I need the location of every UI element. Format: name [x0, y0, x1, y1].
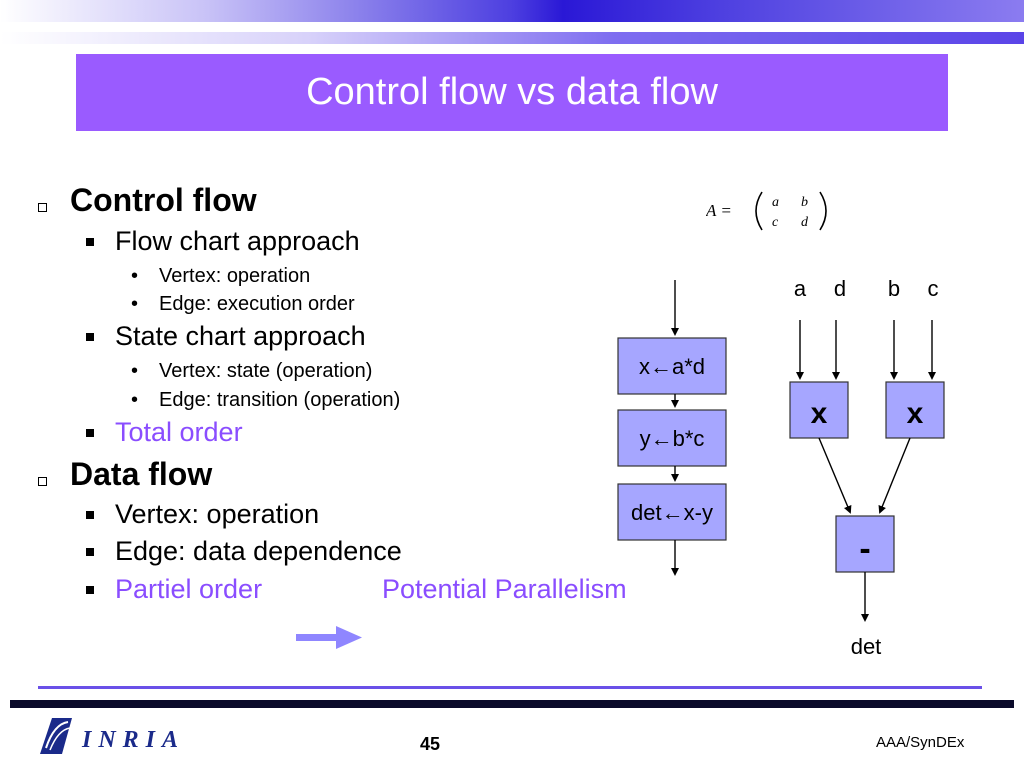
dot-bullet-icon: •	[131, 293, 139, 315]
input-label: a	[794, 276, 807, 301]
bullet-df-edge: Edge: data dependence	[115, 536, 402, 566]
input-label: c	[928, 276, 939, 301]
square-bullet-icon	[86, 511, 94, 519]
multiply-node-1	[789, 381, 849, 439]
multiply-node-2	[885, 381, 945, 439]
input-label: b	[888, 276, 900, 301]
data-flow-diagram: a d b c x x - det	[789, 276, 945, 659]
footer-label: AAA/SynDEx	[876, 734, 965, 751]
logo-text: INRIA	[81, 727, 185, 753]
square-bullet-icon	[86, 333, 94, 341]
bullet-partial-order: Partiel order	[115, 574, 263, 604]
hollow-square-bullet-icon	[38, 203, 47, 212]
square-bullet-icon	[86, 429, 94, 437]
inria-logo: INRIA	[40, 718, 185, 754]
footer-band	[10, 700, 1014, 708]
multiply-node-1-label: x	[811, 397, 828, 430]
subtract-node-label: -	[859, 530, 870, 568]
dot-bullet-icon: •	[131, 360, 139, 382]
right-arrow-icon	[296, 626, 362, 649]
matrix-entry: a	[772, 195, 779, 210]
bullet-total-order: Total order	[115, 417, 243, 447]
bullet-fc-edge: Edge: execution order	[159, 293, 355, 315]
potential-parallelism-label: Potential Parallelism	[382, 574, 627, 604]
bullet-sc-edge: Edge: transition (operation)	[159, 389, 401, 411]
output-label: det	[851, 634, 882, 659]
square-bullet-icon	[86, 586, 94, 594]
bullet-df-vertex: Vertex: operation	[115, 499, 320, 529]
dot-bullet-icon: •	[131, 265, 139, 287]
control-box-3	[617, 483, 727, 541]
matrix-entry: c	[772, 215, 779, 230]
bullet-flow-chart: Flow chart approach	[115, 226, 360, 256]
matrix-formula: A = a b c d	[706, 191, 827, 231]
square-bullet-icon	[86, 238, 94, 246]
bullet-fc-vertex: Vertex: operation	[159, 265, 311, 287]
flow-arrow	[878, 437, 911, 514]
subtract-node	[835, 515, 895, 573]
bullet-control-flow: Control flow	[70, 182, 257, 218]
right-paren-icon	[819, 191, 827, 231]
header-band	[0, 0, 1024, 22]
control-flow-diagram: x←a*d y←b*c det←x-y	[617, 280, 727, 576]
footer-divider	[38, 686, 982, 689]
bullet-data-flow: Data flow	[70, 456, 213, 492]
control-box-2-label: y←b*c	[640, 426, 705, 451]
matrix-entry: b	[801, 195, 808, 210]
hollow-square-bullet-icon	[38, 477, 47, 486]
flow-arrow	[818, 437, 852, 514]
bullet-state-chart: State chart approach	[115, 321, 366, 351]
slide-title-text: Control flow vs data flow	[306, 71, 718, 113]
bullet-sc-vertex: Vertex: state (operation)	[159, 360, 373, 382]
page-number: 45	[420, 734, 441, 754]
logo-emblem	[40, 718, 72, 754]
left-paren-icon	[755, 191, 763, 231]
input-label: d	[834, 276, 846, 301]
formula-lhs: A =	[706, 201, 732, 220]
multiply-node-2-label: x	[907, 397, 924, 430]
header-band-secondary	[0, 32, 1024, 44]
control-box-1	[617, 337, 727, 395]
dot-bullet-icon: •	[131, 389, 139, 411]
control-box-1-label: x←a*d	[639, 354, 705, 379]
control-box-2	[617, 409, 727, 467]
slide-title: Control flow vs data flow	[76, 54, 948, 131]
square-bullet-icon	[86, 548, 94, 556]
matrix-entry: d	[801, 215, 809, 230]
control-box-3-label: det←x-y	[631, 500, 713, 525]
